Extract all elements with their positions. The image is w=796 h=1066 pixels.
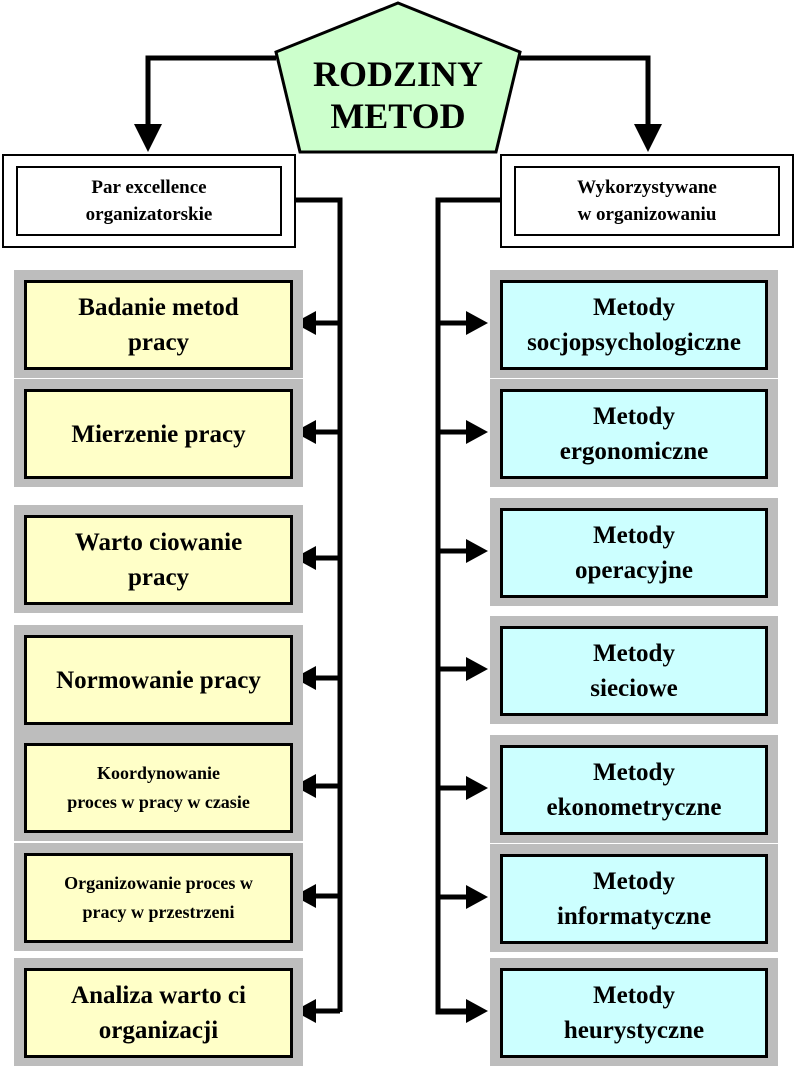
left-method-box-1-label: Badanie metod pracy [78,294,239,356]
right-branch-arrowhead-7 [466,999,488,1023]
right-method-box-5: Metody ekonometryczne [500,745,768,835]
right-method-box-6: Metody informatyczne [500,854,768,944]
right-method-box-4-label: Metody sieciowe [590,640,678,702]
left-method-box-1: Badanie metod pracy [24,280,293,370]
right-method-box-7: Metody heurystyczne [500,968,768,1058]
left-branch-arrowhead-2 [294,420,316,444]
left-method-box-7: Analiza warto ci organizacji [24,968,293,1058]
right-method-box-1: Metody socjopsychologiczne [500,280,768,370]
left-method-box-5-label: Koordynowanie proces w pracy w czasie [67,763,250,812]
right-method-box-7-label: Metody heurystyczne [563,982,705,1044]
left-branch-arrowhead-4 [294,666,316,690]
page-title: RODZINY METOD [312,54,483,136]
right-branch-arrowhead-4 [466,657,488,681]
left-method-box-3-label: Warto ciowanie pracy [74,529,243,591]
right-method-box-6-label: Metody informatyczne [556,868,712,930]
right-method-box-2: Metody ergonomiczne [500,389,768,479]
right-branch-arrowhead-1 [466,311,488,335]
right-branch-arrowhead-5 [466,776,488,800]
right-method-box-5-label: Metody ekonometryczne [546,759,722,821]
right-method-box-1-label: Metody socjopsychologiczne [527,294,741,356]
right-method-box-4: Metody sieciowe [500,626,768,716]
left-method-box-4: Normowanie pracy [24,635,293,725]
right-branch-arrowhead-2 [466,420,488,444]
left-method-box-6-label: Organizowanie proces w pracy w przestrze… [64,873,253,922]
title-pentagon [274,1,522,154]
left-method-box-2-label: Mierzenie pracy [71,420,246,448]
left-method-box-7-label: Analiza warto ci organizacji [71,982,246,1044]
left-method-box-2: Mierzenie pracy [24,389,293,479]
left-top-arrowhead [134,124,162,152]
right-method-box-2-label: Metody ergonomiczne [559,403,709,465]
left-method-box-4-label: Normowanie pracy [56,666,261,694]
right-method-box-3: Metody operacyjne [500,508,768,598]
left-branch-arrowhead-6 [294,884,316,908]
left-header-box: Par excellence organizatorskie [2,154,296,248]
left-method-box-5: Koordynowanie proces w pracy w czasie [24,743,293,833]
right-branch-arrowhead-3 [466,539,488,563]
left-method-box-3: Warto ciowanie pracy [24,515,293,605]
right-top-arrowhead [634,124,662,152]
right-method-box-3-label: Metody operacyjne [574,522,694,584]
left-method-box-6: Organizowanie proces w pracy w przestrze… [24,853,293,943]
left-branch-arrowhead-3 [294,546,316,570]
right-top-connector [520,55,651,128]
left-header-label: Par excellence organizatorskie [16,166,282,236]
left-spine [283,197,343,1012]
left-top-connector [145,55,276,128]
left-branch-arrowhead-1 [294,311,316,335]
left-branch-arrowhead-5 [294,774,316,798]
right-branch-arrowhead-6 [466,885,488,909]
left-branch-arrowhead-7 [294,999,316,1023]
right-header-label: Wykorzystywane w organizowaniu [514,166,780,236]
right-header-box: Wykorzystywane w organizowaniu [500,154,794,248]
